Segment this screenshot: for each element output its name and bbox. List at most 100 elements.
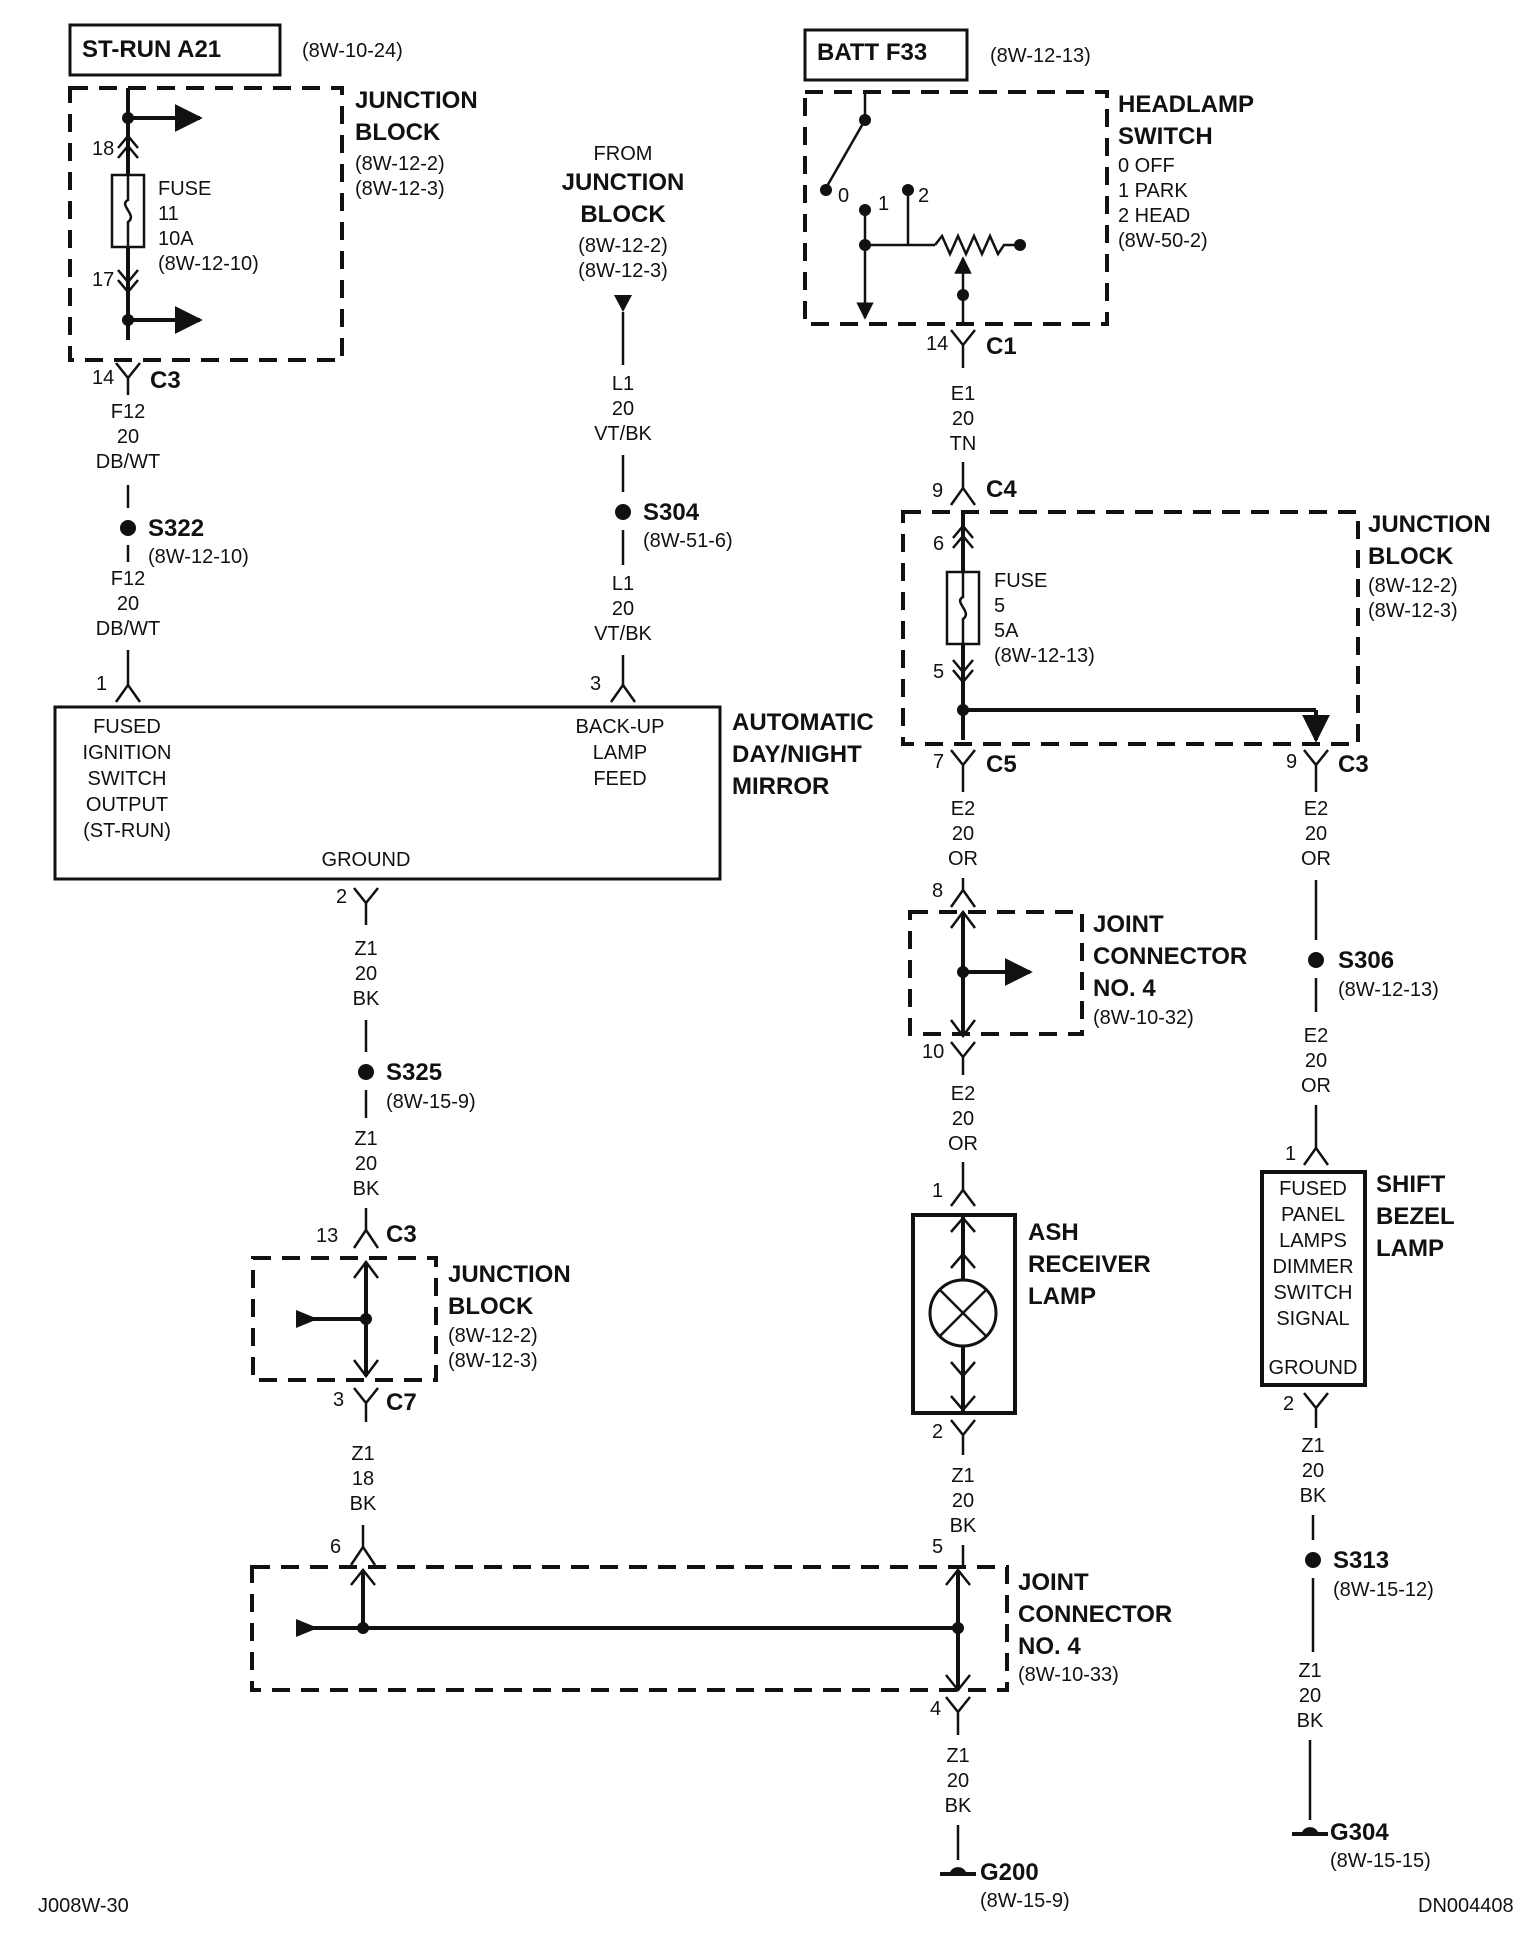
wire-z1c-1: Z1 xyxy=(351,1443,374,1465)
wire-e1-1: E1 xyxy=(951,383,975,405)
hl-title-1: HEADLAMP xyxy=(1118,91,1254,118)
wire-e1-2: 20 xyxy=(952,408,974,430)
jb-right-title2: BLOCK xyxy=(1368,543,1454,570)
jb-top-pin-17: 17 xyxy=(92,269,114,291)
wire-e2r2-2: 20 xyxy=(1305,1050,1327,1072)
wire-e2a-2: 20 xyxy=(952,823,974,845)
s325-ref: (8W-15-9) xyxy=(386,1091,476,1113)
fuse5-l4: (8W-12-13) xyxy=(994,645,1095,667)
mirror-backup-1: BACK-UP xyxy=(576,716,665,738)
s313-name: S313 xyxy=(1333,1547,1389,1574)
joint-connector-upper xyxy=(908,909,1084,1039)
wire-e1-3: TN xyxy=(950,433,977,455)
jc-lower-title-1: JOINT xyxy=(1018,1569,1089,1596)
jb-top-title2: BLOCK xyxy=(355,119,441,146)
wire-l1a-3: VT/BK xyxy=(594,423,652,445)
wire-z1g200-1: Z1 xyxy=(946,1745,969,1767)
wire-z1ash-1: Z1 xyxy=(951,1465,974,1487)
wire-z1sa-3: BK xyxy=(1300,1485,1327,1507)
mirror-title-1: AUTOMATIC xyxy=(732,709,874,736)
wire-f12a-1: F12 xyxy=(111,401,145,423)
mirror-fused-2: IGNITION xyxy=(83,742,172,764)
ash-pin1: 1 xyxy=(932,1180,943,1202)
c7-pin: 3 xyxy=(333,1389,344,1411)
jb-lower-title1: JUNCTION xyxy=(448,1261,571,1288)
hl-pos1: 1 xyxy=(878,193,889,215)
jc-lower-pin6: 6 xyxy=(330,1536,341,1558)
jb-right-title1: JUNCTION xyxy=(1368,511,1491,538)
ash-title-2: RECEIVER xyxy=(1028,1251,1151,1278)
from-jb-2: JUNCTION xyxy=(562,169,685,196)
jc-lower-pin4: 4 xyxy=(930,1698,941,1720)
ash-title-1: ASH xyxy=(1028,1219,1079,1246)
shift-line-1: FUSED xyxy=(1279,1178,1347,1200)
jb-lower-ref1: (8W-12-2) xyxy=(448,1325,538,1347)
footer-left: J008W-30 xyxy=(38,1895,129,1917)
ground-g200-icon xyxy=(940,1867,976,1876)
wire-z1sb-1: Z1 xyxy=(1298,1660,1321,1682)
wire-e2r2-3: OR xyxy=(1301,1075,1331,1097)
mirror-fused-4: OUTPUT xyxy=(86,794,168,816)
wire-e2a-3: OR xyxy=(948,848,978,870)
shift-line-2: PANEL xyxy=(1281,1204,1345,1226)
ash-title-3: LAMP xyxy=(1028,1283,1096,1310)
s322-ref: (8W-12-10) xyxy=(148,546,249,568)
jc-upper-title-2: CONNECTOR xyxy=(1093,943,1247,970)
jb-top-title1: JUNCTION xyxy=(355,87,478,114)
mirror-title-3: MIRROR xyxy=(732,773,829,800)
jb-top-pin-18: 18 xyxy=(92,138,114,160)
wire-e2r1-2: 20 xyxy=(1305,823,1327,845)
s306-name: S306 xyxy=(1338,947,1394,974)
splice-s304-dot xyxy=(615,504,631,520)
jc-upper-title-3: NO. 4 xyxy=(1093,975,1156,1002)
wire-f12a-2: 20 xyxy=(117,426,139,448)
from-jb-arrow-icon xyxy=(614,295,632,312)
shift-ground: GROUND xyxy=(1269,1357,1358,1379)
batt-title: BATT F33 xyxy=(817,39,927,66)
c3-left-name: C3 xyxy=(150,367,181,394)
c3-mid-pin: 13 xyxy=(316,1225,338,1247)
ash-pin2: 2 xyxy=(932,1421,943,1443)
fuse11-l2: 11 xyxy=(158,203,179,225)
wire-e2a-1: E2 xyxy=(951,798,975,820)
s306-ref: (8W-12-13) xyxy=(1338,979,1439,1001)
wire-e2r1-3: OR xyxy=(1301,848,1331,870)
headlamp-switch: 0 1 2 xyxy=(803,90,1109,326)
wire-z1a-1: Z1 xyxy=(354,938,377,960)
st-run-ref: (8W-10-24) xyxy=(302,40,403,62)
wire-f12a-3: DB/WT xyxy=(96,451,160,473)
wire-z1ash-3: BK xyxy=(950,1515,977,1537)
shift-line-4: DIMMER xyxy=(1272,1256,1353,1278)
jb-right-pin5: 5 xyxy=(933,661,944,683)
mirror-fused-3: SWITCH xyxy=(88,768,167,790)
wire-z1c-2: 18 xyxy=(352,1468,374,1490)
jc-lower-title-2: CONNECTOR xyxy=(1018,1601,1172,1628)
shift-line-6: SIGNAL xyxy=(1276,1308,1349,1330)
c1-pin: 14 xyxy=(926,333,948,355)
shift-title-1: SHIFT xyxy=(1376,1171,1446,1198)
joint-connector-lower xyxy=(250,1565,1009,1693)
splice-s322-dot xyxy=(120,520,136,536)
jb-right-ref1: (8W-12-2) xyxy=(1368,575,1458,597)
wire-z1b-1: Z1 xyxy=(354,1128,377,1150)
jc-lower-ref: (8W-10-33) xyxy=(1018,1664,1119,1686)
wire-z1g200-2: 20 xyxy=(947,1770,969,1792)
hl-pos2: 2 xyxy=(918,185,929,207)
c5-pin: 7 xyxy=(933,751,944,773)
wire-f12b-1: F12 xyxy=(111,568,145,590)
c1-name: C1 xyxy=(986,333,1017,360)
fuse11-l4: (8W-12-10) xyxy=(158,253,259,275)
wire-z1c-3: BK xyxy=(350,1493,377,1515)
s313-ref: (8W-15-12) xyxy=(1333,1579,1434,1601)
c4-name: C4 xyxy=(986,476,1017,503)
junction-block-top-left: 18 FUSE 11 10A (8W-12-10) 17 xyxy=(68,86,344,362)
from-jb-5: (8W-12-3) xyxy=(578,260,668,282)
footer-right: DN004408 xyxy=(1418,1895,1514,1917)
c4-pin: 9 xyxy=(932,480,943,502)
hl-pos0: 0 xyxy=(838,185,849,207)
fuse5-l3: 5A xyxy=(994,620,1019,642)
wire-z1sb-2: 20 xyxy=(1299,1685,1321,1707)
ground-g304-icon xyxy=(1292,1827,1328,1836)
wire-e2b-3: OR xyxy=(948,1133,978,1155)
jc-upper-ref: (8W-10-32) xyxy=(1093,1007,1194,1029)
